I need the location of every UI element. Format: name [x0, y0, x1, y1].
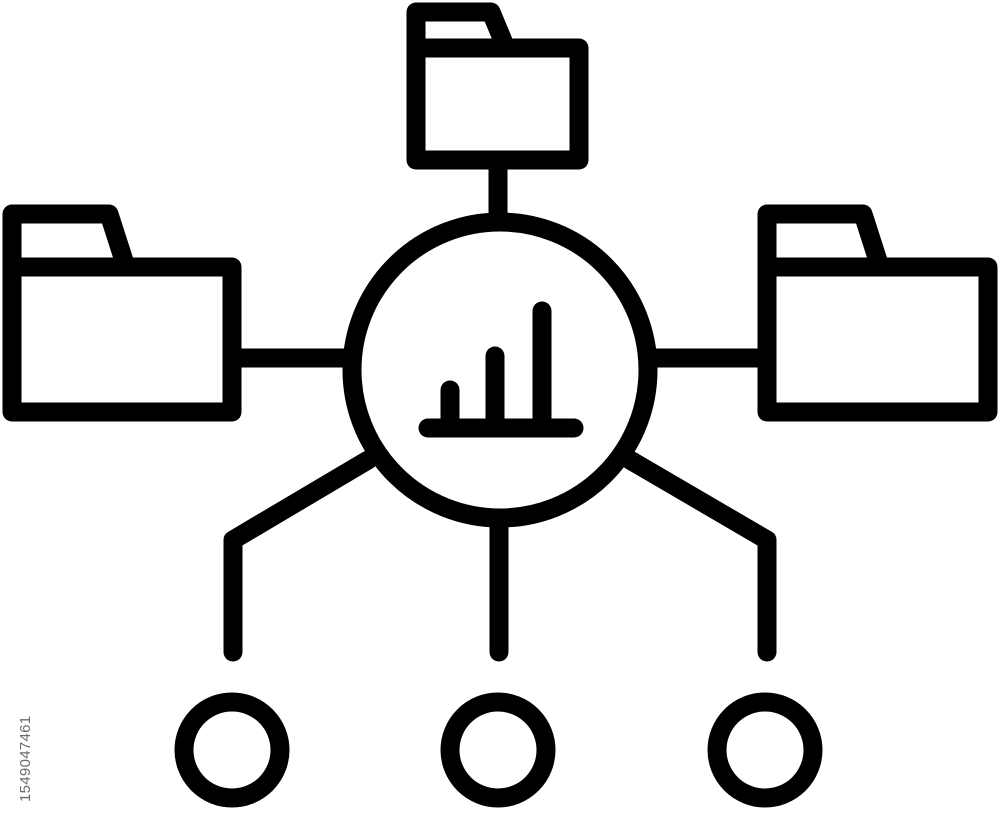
- folder-icon-left: [2, 204, 242, 422]
- bar-chart-icon: [418, 301, 584, 438]
- folder-icon-right: [757, 204, 998, 422]
- node-circle-right: [707, 692, 823, 808]
- node-circle-center: [440, 692, 556, 808]
- stock-id-watermark: 1549047461: [17, 690, 37, 810]
- node-circle-left: [174, 692, 290, 808]
- folder-icon-top: [406, 2, 589, 170]
- stock-id-text: 1549047461: [17, 715, 34, 802]
- node-connectors: [223, 450, 777, 662]
- folder-connectors: [222, 150, 777, 368]
